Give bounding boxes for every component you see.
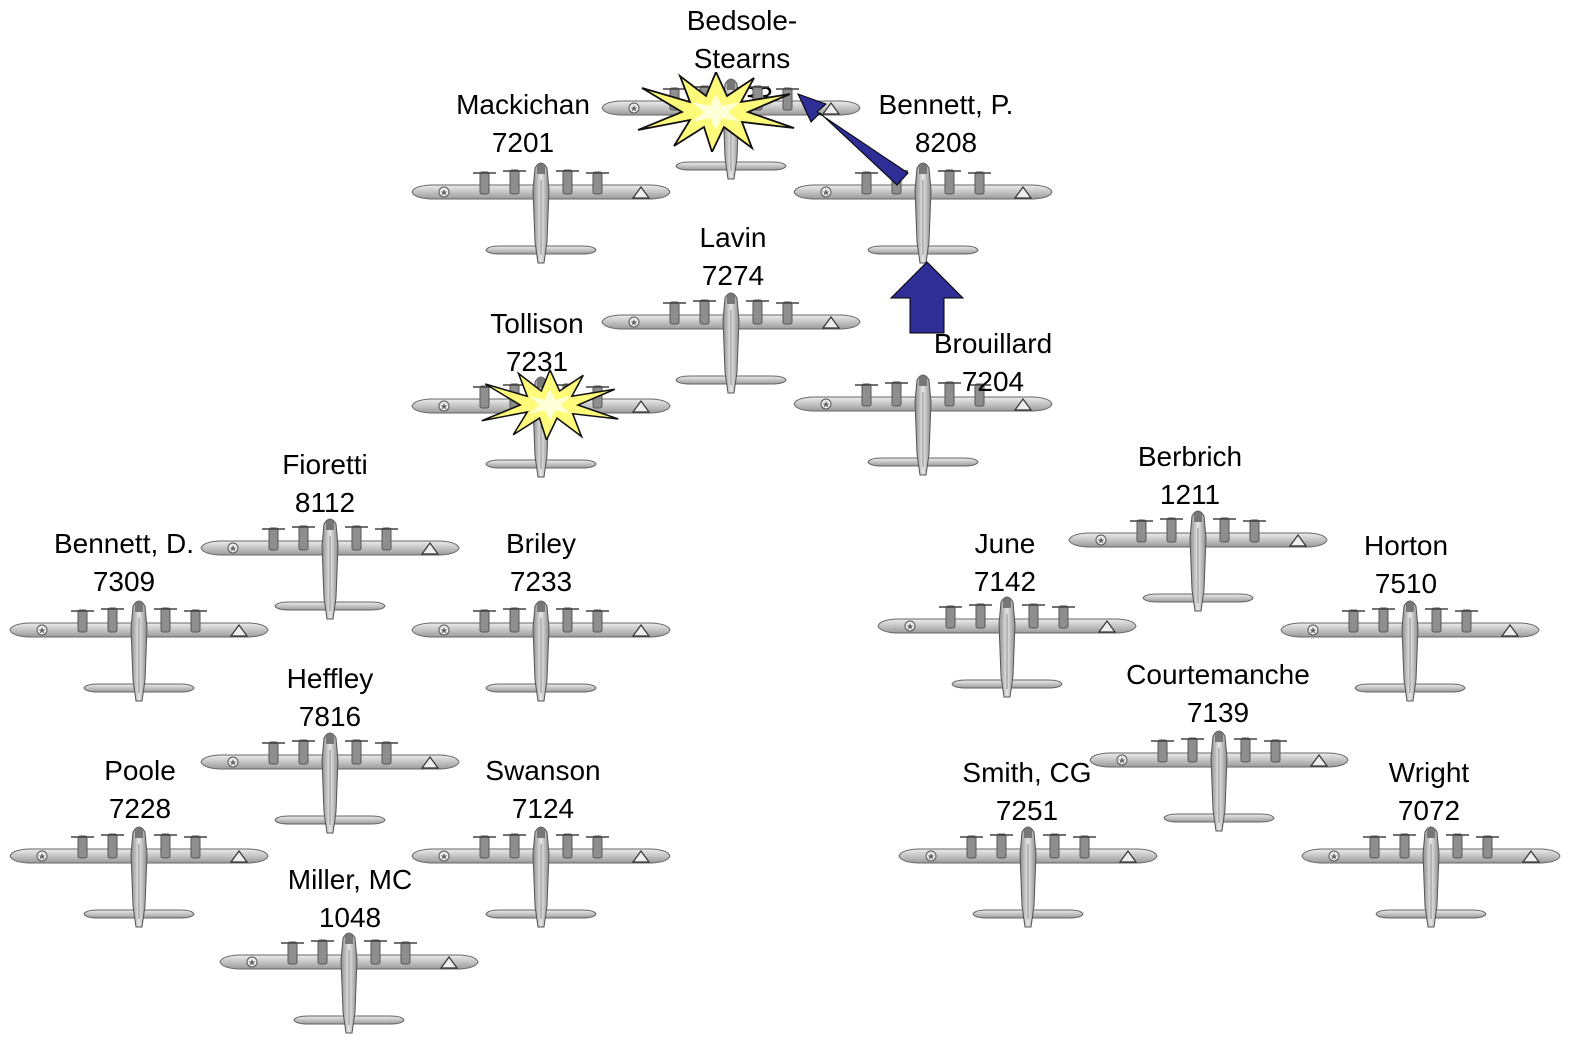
aircraft-label-june: June 7142: [905, 525, 1105, 601]
aircraft-name: Fioretti: [282, 449, 368, 480]
aircraft-tail-number: 7124: [511, 793, 575, 824]
aircraft-name: Briley: [505, 528, 576, 559]
aircraft-name: Heffley: [286, 663, 374, 694]
aircraft-label-swanson: Swanson 7124: [443, 752, 643, 828]
aircraft-name: Mackichan: [456, 89, 590, 120]
aircraft-label-smith-cg: Smith, CG 7251: [927, 754, 1127, 830]
aircraft-name: Poole: [104, 755, 176, 786]
aircraft-label-poole: Poole 7228: [40, 752, 240, 828]
aircraft-tail-number: 8112: [294, 487, 356, 518]
aircraft-label-bennett-d: Bennett, D. 7309: [24, 525, 224, 601]
up-arrow-icon: [889, 261, 965, 334]
b17-bomber-icon: [218, 930, 480, 1034]
aircraft-tail-number: 7233: [509, 566, 573, 597]
aircraft-label-wright: Wright 7072: [1329, 754, 1529, 830]
aircraft-tail-number: 8208: [914, 127, 978, 158]
b17-bomber-icon: [410, 374, 672, 478]
aircraft-name: Smith, CG: [962, 757, 1092, 788]
aircraft-tail-number: 7142: [973, 566, 1037, 597]
aircraft-tail-number: 1211: [1159, 479, 1221, 510]
aircraft-name: Berbrich: [1137, 441, 1243, 472]
aircraft-label-courtemanche: Courtemanche 7139: [1118, 656, 1318, 732]
aircraft-tail-number: 7139: [1186, 697, 1250, 728]
aircraft-name: Bennett, D.: [53, 528, 195, 559]
aircraft-label-mackichan: Mackichan 7201: [423, 86, 623, 162]
aircraft-tail-number: 7228: [108, 793, 172, 824]
b17-bomber-icon: [1088, 728, 1350, 832]
aircraft-tail-number: 7251: [995, 795, 1059, 826]
b17-bomber-icon: [8, 824, 270, 928]
aircraft-name: Brouillard: [933, 328, 1053, 359]
aircraft-name: Miller, MC: [287, 864, 413, 895]
aircraft-label-tollison: Tollison 7231: [437, 305, 637, 381]
aircraft-tail-number: 7274: [701, 260, 765, 291]
aircraft-label-heffley: Heffley 7816: [230, 660, 430, 736]
aircraft-tail-number: 7072: [1397, 795, 1461, 826]
b17-bomber-icon: [1300, 824, 1562, 928]
aircraft-tail-number: 7204: [961, 366, 1025, 397]
aircraft-name: Bedsole-Stearns: [686, 5, 798, 74]
aircraft-name: Bennett, P.: [878, 89, 1014, 120]
aircraft-name: Wright: [1388, 757, 1470, 788]
aircraft-name: June: [974, 528, 1036, 559]
aircraft-label-lavin: Lavin 7274: [633, 219, 833, 295]
aircraft-tail-number: 7309: [92, 566, 156, 597]
aircraft-name: Tollison: [490, 308, 584, 339]
aircraft-label-berbrich: Berbrich 1211: [1090, 438, 1290, 514]
aircraft-tail-number: 1048: [318, 902, 382, 933]
aircraft-label-briley: Briley 7233: [441, 525, 641, 601]
aircraft-label-horton: Horton 7510: [1306, 527, 1506, 603]
aircraft-label-brouillard: Brouillard 7204: [893, 325, 1093, 401]
aircraft-name: Lavin: [699, 222, 767, 253]
b17-bomber-icon: [897, 824, 1159, 928]
aircraft-name: Horton: [1363, 530, 1449, 561]
aircraft-tail-number: 7510: [1374, 568, 1438, 599]
aircraft-label-bennett-p: Bennett, P. 8208: [846, 86, 1046, 162]
aircraft-name: Swanson: [485, 755, 601, 786]
b17-bomber-icon: [410, 598, 672, 702]
aircraft-label-fioretti: Fioretti 8112: [225, 446, 425, 522]
b17-bomber-icon: [1279, 598, 1541, 702]
aircraft-name: Courtemanche: [1126, 659, 1310, 690]
aircraft-label-miller-mc: Miller, MC 1048: [250, 861, 450, 937]
aircraft-tail-number: 7201: [491, 127, 555, 158]
aircraft-tail-number: 7816: [298, 701, 362, 732]
b17-bomber-icon: [876, 594, 1138, 698]
